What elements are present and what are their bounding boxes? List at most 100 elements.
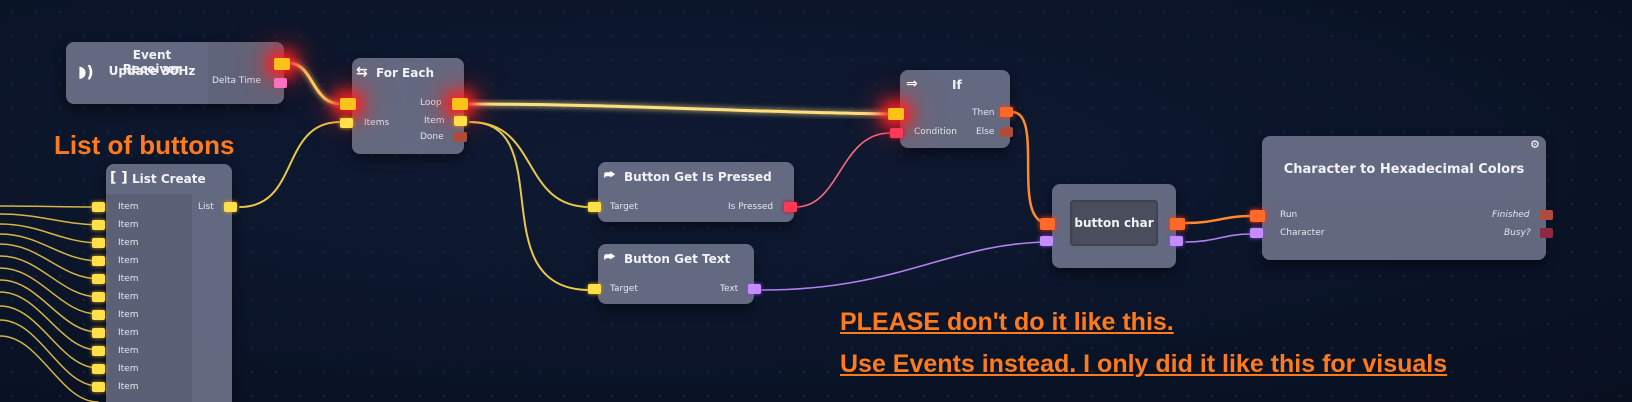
buttonchar-flow-in-pin[interactable] <box>1040 218 1055 230</box>
list-item-in-pin[interactable] <box>92 364 105 374</box>
button-char-node[interactable]: button char <box>1040 184 1185 268</box>
wire-item-to-text-target <box>469 121 591 291</box>
event-receiver-node[interactable]: ◗) Event Receiver Update 30Hz Delta Time <box>66 42 290 104</box>
warning-annotation-line1: PLEASE don't do it like this. <box>840 308 1174 336</box>
done-out-pin[interactable] <box>454 132 467 142</box>
pressed-target-in-pin[interactable] <box>588 202 601 212</box>
buttonchar-flow-out-pin[interactable] <box>1170 218 1185 230</box>
char-to-hex-io-panel <box>1262 202 1546 260</box>
list-item-label: Item <box>118 310 139 320</box>
button-get-is-pressed-node[interactable]: ⮫ Button Get Is Pressed Target Is Presse… <box>588 162 797 222</box>
wire-then-to-buttonchar <box>1010 110 1050 225</box>
list-item-in-pin[interactable] <box>92 346 105 356</box>
gear-icon[interactable]: ⚙ <box>1530 138 1540 151</box>
text-target-label: Target <box>610 284 638 294</box>
character-in-pin[interactable] <box>1250 228 1263 238</box>
button-get-is-pressed-title: Button Get Is Pressed <box>624 170 772 184</box>
character-in-label: Character <box>1280 228 1325 238</box>
wire-buttonchar-to-character <box>1185 233 1251 243</box>
is-pressed-label: Is Pressed <box>728 202 774 212</box>
button-char-inner[interactable] <box>1070 200 1158 246</box>
list-item-label: Item <box>118 346 139 356</box>
brackets-icon: [ ] <box>110 170 128 186</box>
condition-in-pin[interactable] <box>890 128 903 138</box>
item-out-pin[interactable] <box>454 116 467 126</box>
event-receiver-title-line1: Event Receiver <box>122 48 182 76</box>
list-item-in-pin[interactable] <box>92 256 105 266</box>
is-pressed-out-pin[interactable] <box>784 202 797 212</box>
button-get-text-title: Button Get Text <box>624 252 731 266</box>
warning-annotation-line2: Use Events instead. I only did it like t… <box>840 350 1448 378</box>
list-item-label: Item <box>118 256 139 266</box>
foreach-flow-in-pin[interactable] <box>340 98 356 110</box>
list-item-in-pin[interactable] <box>92 382 105 392</box>
else-out-label: Else <box>976 127 995 137</box>
wire-list-to-items <box>239 121 341 208</box>
wire-item-to-pressed-target <box>469 121 591 208</box>
item-out-label: Item <box>424 116 445 126</box>
wire-pressed-to-condition <box>795 132 891 208</box>
then-out-pin[interactable] <box>1000 107 1013 117</box>
list-item-label: Item <box>118 274 139 284</box>
event-receiver-title-line2: Update 30Hz <box>108 64 196 78</box>
char-to-hex-node[interactable]: ⚙ Character to Hexadecimal Colors Run Ch… <box>1250 136 1553 260</box>
if-flow-in-pin[interactable] <box>888 108 904 120</box>
event-flow-out-pin[interactable] <box>274 58 290 70</box>
list-item-in-pin[interactable] <box>92 310 105 320</box>
list-item-in-pin[interactable] <box>92 274 105 284</box>
list-out-label: List <box>198 202 214 212</box>
then-out-label: Then <box>972 108 995 118</box>
text-target-in-pin[interactable] <box>588 284 601 294</box>
list-item-in-pin[interactable] <box>92 220 105 230</box>
condition-in-label: Condition <box>914 127 957 137</box>
button-icon: ⮫ <box>604 250 616 264</box>
for-each-node[interactable]: ⇆ For Each Items Loop Item Done <box>340 58 468 154</box>
buttonchar-string-in-pin[interactable] <box>1040 236 1053 246</box>
list-item-in-pin[interactable] <box>92 292 105 302</box>
button-char-title: button char <box>1074 216 1154 230</box>
delta-time-label: Delta Time <box>212 76 261 86</box>
text-out-pin[interactable] <box>748 284 761 294</box>
pressed-target-label: Target <box>610 202 638 212</box>
wire-event-to-foreach <box>286 61 344 106</box>
busy-out-pin[interactable] <box>1540 228 1553 238</box>
event-receiver-output-panel <box>208 42 284 104</box>
button-get-text-node[interactable]: ⮫ Button Get Text Target Text <box>588 244 761 304</box>
busy-out-label: Busy? <box>1504 228 1531 238</box>
char-to-hex-title: Character to Hexadecimal Colors <box>1283 162 1525 177</box>
list-item-in-pin[interactable] <box>92 202 105 212</box>
loop-out-label: Loop <box>420 98 442 108</box>
buttonchar-string-out-pin[interactable] <box>1170 236 1183 246</box>
list-out-pin[interactable] <box>224 202 237 212</box>
wire-buttonchar-to-run <box>1184 214 1252 225</box>
loop-arrows-icon: ⇆ <box>356 64 368 80</box>
if-title: If <box>952 78 962 92</box>
if-node[interactable]: ⇒ If Condition Then Else <box>888 70 1013 148</box>
else-out-pin[interactable] <box>1000 127 1013 137</box>
finished-out-pin[interactable] <box>1540 210 1553 220</box>
done-out-label: Done <box>420 132 444 142</box>
wire-text-to-buttonchar <box>761 241 1049 291</box>
run-in-pin[interactable] <box>1250 210 1265 222</box>
items-in-pin[interactable] <box>340 118 353 128</box>
items-in-label: Items <box>364 118 390 128</box>
loop-out-pin[interactable] <box>452 98 468 110</box>
list-item-in-pin[interactable] <box>92 328 105 338</box>
list-item-label: Item <box>118 292 139 302</box>
list-item-label: Item <box>118 382 139 392</box>
button-icon: ⮫ <box>604 168 616 182</box>
for-each-title: For Each <box>376 66 435 80</box>
list-item-label: Item <box>118 238 139 248</box>
wire-loop-to-if <box>460 102 892 116</box>
delta-time-out-pin[interactable] <box>274 78 287 88</box>
list-item-label: Item <box>118 328 139 338</box>
list-item-label: Item <box>118 364 139 374</box>
list-item-wires <box>0 205 99 402</box>
list-item-in-pin[interactable] <box>92 238 105 248</box>
finished-out-label: Finished <box>1492 210 1530 220</box>
list-create-node[interactable]: [ ] List Create List Item Item Item Item… <box>92 164 237 402</box>
list-of-buttons-annotation: List of buttons <box>54 130 235 160</box>
double-arrow-icon: ⇒ <box>906 76 918 92</box>
list-create-title: List Create <box>132 172 206 186</box>
